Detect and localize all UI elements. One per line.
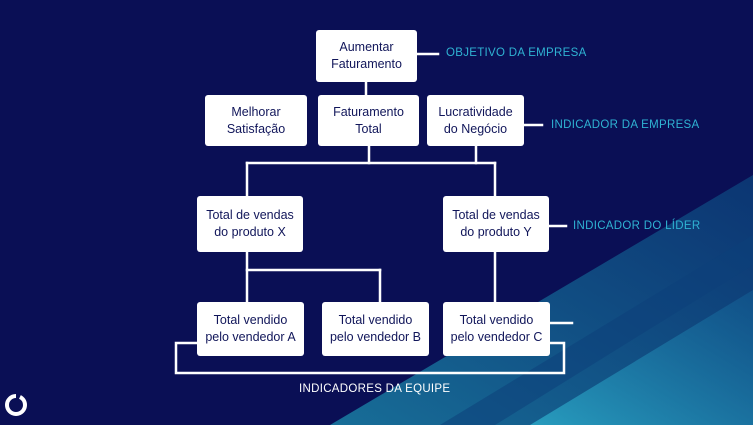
node-vendas-produto-y-text: Total de vendas do produto Y [452, 208, 540, 239]
node-lucratividade-negocio-text: Lucratividade do Negócio [438, 104, 513, 136]
node-aumentar-faturamento: Aumentar Faturamento [316, 30, 417, 82]
node-vendedor-b: Total vendido pelo vendedor B [322, 302, 429, 356]
node-vendedor-c-text: Total vendido pelo vendedor C [450, 313, 543, 344]
node-aumentar-faturamento-text: Aumentar Faturamento [331, 40, 402, 71]
node-vendedor-b-text: Total vendido pelo vendedor B [329, 313, 422, 344]
node-melhorar-satisfacao: Melhorar Satisfação [205, 95, 307, 146]
team-bracket [174, 341, 566, 375]
label-objetivo-empresa: OBJETIVO DA EMPRESA [446, 47, 587, 59]
node-faturamento-total: Faturamento Total [318, 95, 419, 146]
ring-logo-icon [5, 394, 27, 416]
node-vendas-produto-y: Total de vendas do produto Y [443, 196, 549, 252]
node-vendedor-c: Total vendido pelo vendedor C [443, 302, 550, 356]
node-vendas-produto-x: Total de vendas do produto X [197, 196, 303, 252]
label-indicadores-equipe: INDICADORES DA EQUIPE [299, 383, 451, 395]
node-vendedor-a: Total vendido pelo vendedor A [197, 302, 304, 356]
corner-band-dark [440, 235, 753, 425]
node-faturamento-total-text: Faturamento Total [333, 104, 404, 136]
node-lucratividade-negocio: Lucratividade do Negócio [427, 95, 524, 146]
node-melhorar-satisfacao-text: Melhorar Satisfação [226, 104, 286, 136]
node-vendas-produto-x-text: Total de vendas do produto X [206, 208, 294, 239]
node-vendedor-a-text: Total vendido pelo vendedor A [205, 313, 296, 344]
label-indicador-lider: INDICADOR DO LÍDER [573, 220, 701, 232]
label-indicador-empresa: INDICADOR DA EMPRESA [551, 119, 700, 131]
corner-band-front [530, 290, 753, 425]
